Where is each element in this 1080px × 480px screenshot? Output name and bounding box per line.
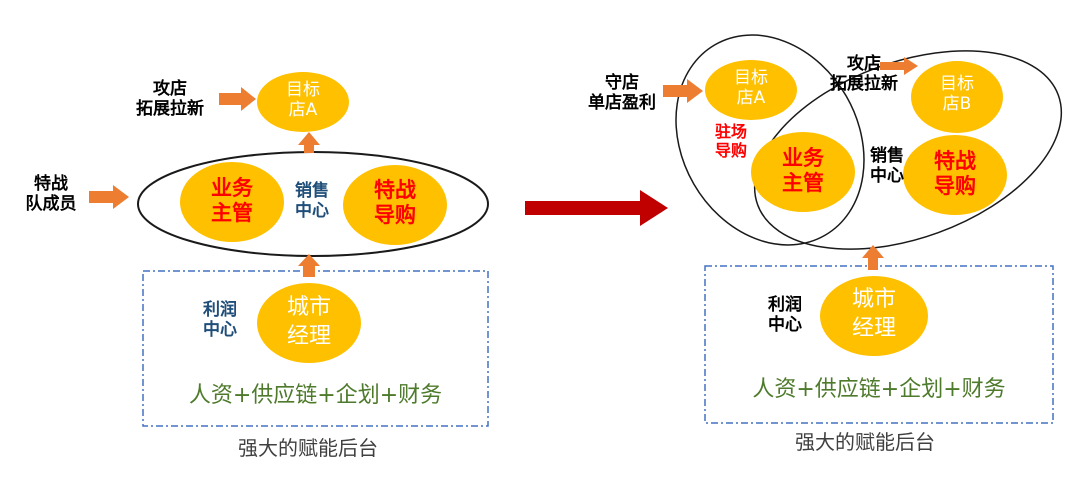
target-store-a-bubble-right — [705, 60, 797, 120]
business-manager-label-right: 业务 主管 — [782, 146, 824, 195]
sales-to-target-arrow-left — [298, 132, 320, 153]
backend-label-right: 强大的赋能后台 — [795, 430, 935, 454]
special-team-arrow-left — [89, 185, 129, 209]
backend-dashed-box-right — [704, 265, 1054, 424]
defend-store-label-right: 守店 单店盈利 — [588, 73, 656, 114]
city-manager-label-right: 城市 经理 — [851, 287, 896, 341]
backend-dashed-box-left — [142, 270, 489, 427]
special-guide-label-right: 特战 导购 — [934, 149, 976, 198]
sales-center-ellipse-right — [753, 50, 1063, 250]
resident-guide-label: 驻场 导购 — [714, 122, 747, 160]
city-manager-bubble-left — [257, 283, 361, 363]
sales-center-label-right: 销售 中心 — [870, 146, 904, 187]
attack-store-label-right: 攻店 拓展拉新 — [830, 54, 898, 95]
city-manager-bubble-right — [820, 276, 928, 356]
target-store-a-bubble-left — [257, 72, 349, 132]
attack-arrow-right — [880, 57, 918, 75]
backend-to-sales-arrow-right — [862, 245, 884, 270]
target-store-a-label-left: 目标 店A — [286, 80, 320, 121]
special-team-label: 特战 队成员 — [25, 174, 77, 215]
special-guide-bubble-left — [343, 165, 447, 245]
backend-label-left: 强大的赋能后台 — [238, 436, 378, 460]
target-store-b-label-right: 目标 店B — [940, 74, 974, 115]
city-manager-label-left: 城市 经理 — [286, 295, 331, 349]
business-manager-bubble-left — [180, 162, 284, 242]
business-manager-label-left: 业务 主管 — [211, 176, 253, 225]
defend-arrow-right — [663, 79, 703, 103]
target-store-a-label-right: 目标 店A — [734, 68, 768, 109]
attack-arrow-left — [219, 87, 256, 111]
attack-store-label-left: 攻店 拓展拉新 — [136, 79, 204, 120]
support-functions-label-left: 人资+供应链+企划+财务 — [188, 383, 443, 408]
target-store-b-bubble-right — [911, 61, 1003, 133]
support-functions-label-right: 人资+供应链+企划+财务 — [752, 377, 1006, 402]
profit-center-label-left: 利润 中心 — [203, 300, 237, 341]
profit-center-label-right: 利润 中心 — [768, 295, 802, 336]
transition-arrow — [525, 190, 668, 226]
business-manager-bubble-right — [751, 132, 855, 212]
special-guide-label-left: 特战 导购 — [374, 178, 416, 227]
sales-center-label-left: 销售 中心 — [295, 181, 329, 222]
store-a-ellipse-right — [675, 34, 865, 246]
backend-to-sales-arrow-left — [298, 254, 320, 277]
special-guide-bubble-right — [903, 135, 1007, 215]
